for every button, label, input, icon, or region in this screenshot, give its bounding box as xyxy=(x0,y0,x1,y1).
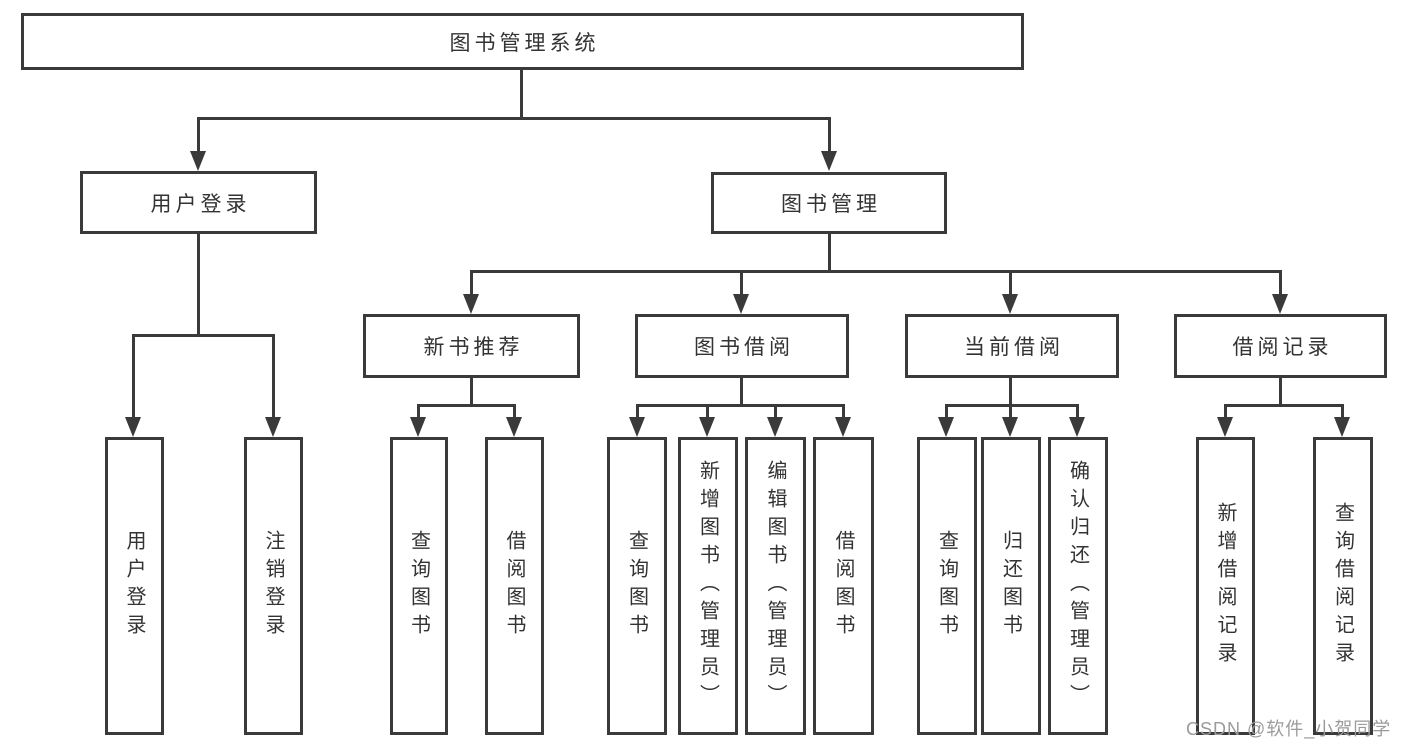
connector-line xyxy=(132,334,135,417)
connector-line xyxy=(1224,404,1344,407)
arrow-down-icon xyxy=(125,417,141,437)
csdn-watermark: CSDN @软件_小贺同学 xyxy=(1186,719,1392,739)
node-new-book-recommend: 新书推荐 xyxy=(363,314,580,378)
connector-line xyxy=(636,404,844,407)
leaf-return-book: 归还图书 xyxy=(981,437,1041,735)
arrow-down-icon xyxy=(506,417,522,437)
connector-line xyxy=(1279,270,1282,294)
node-user-login: 用户登录 xyxy=(80,171,317,234)
arrow-down-icon xyxy=(463,294,479,314)
leaf-query-book-recommend: 查询图书 xyxy=(390,437,448,735)
connector-line xyxy=(636,404,639,417)
connector-line xyxy=(272,334,275,417)
leaf-user-login: 用户登录 xyxy=(105,437,164,735)
leaf-borrow-book-recommend: 借阅图书 xyxy=(485,437,544,735)
node-book-borrow: 图书借阅 xyxy=(635,314,849,378)
connector-line xyxy=(828,234,831,270)
node-book-management: 图书管理 xyxy=(711,172,947,234)
connector-line xyxy=(417,404,420,417)
arrow-down-icon xyxy=(767,417,783,437)
leaf-edit-book-admin: 编辑图书（管理员） xyxy=(745,437,806,735)
arrow-down-icon xyxy=(1002,294,1018,314)
arrow-down-icon xyxy=(190,151,206,171)
arrow-down-icon xyxy=(1069,417,1085,437)
leaf-query-book-borrow: 查询图书 xyxy=(607,437,667,735)
arrow-down-icon xyxy=(1217,417,1233,437)
connector-line xyxy=(828,117,831,153)
leaf-add-book-admin: 新增图书（管理员） xyxy=(678,437,738,735)
leaf-confirm-return-admin: 确认归还（管理员） xyxy=(1048,437,1108,735)
connector-line xyxy=(1279,378,1282,404)
connector-line xyxy=(1009,404,1012,417)
leaf-add-borrow-record: 新增借阅记录 xyxy=(1196,437,1255,735)
connector-line xyxy=(945,404,948,417)
connector-line xyxy=(132,334,275,337)
connector-line xyxy=(470,270,473,294)
arrow-down-icon xyxy=(629,417,645,437)
connector-line xyxy=(774,404,777,417)
connector-line xyxy=(1341,404,1344,417)
arrow-down-icon xyxy=(1334,417,1350,437)
arrow-down-icon xyxy=(410,417,426,437)
arrow-down-icon xyxy=(1002,417,1018,437)
connector-line xyxy=(706,404,709,417)
arrow-down-icon xyxy=(1272,294,1288,314)
connector-line xyxy=(1009,270,1012,294)
arrow-down-icon xyxy=(821,151,837,171)
connector-line xyxy=(197,117,200,153)
connector-line xyxy=(740,378,743,404)
leaf-borrow-book: 借阅图书 xyxy=(813,437,874,735)
connector-line xyxy=(1009,378,1012,404)
arrow-down-icon xyxy=(699,417,715,437)
connector-line xyxy=(740,270,743,294)
connector-line xyxy=(197,117,831,120)
connector-line xyxy=(513,404,516,417)
connector-line xyxy=(197,234,200,334)
connector-line xyxy=(470,270,1282,273)
connector-line xyxy=(520,70,523,120)
node-current-borrow: 当前借阅 xyxy=(905,314,1119,378)
connector-line xyxy=(1076,404,1079,417)
arrow-down-icon xyxy=(835,417,851,437)
connector-line xyxy=(1224,404,1227,417)
arrow-down-icon xyxy=(938,417,954,437)
connector-line xyxy=(470,378,473,404)
arrow-down-icon xyxy=(265,417,281,437)
leaf-query-borrow-record: 查询借阅记录 xyxy=(1313,437,1373,735)
node-root: 图书管理系统 xyxy=(21,13,1024,70)
leaf-query-book-current: 查询图书 xyxy=(917,437,977,735)
leaf-logout: 注销登录 xyxy=(244,437,303,735)
arrow-down-icon xyxy=(733,294,749,314)
node-borrow-records: 借阅记录 xyxy=(1174,314,1387,378)
connector-line xyxy=(417,404,516,407)
connector-line xyxy=(842,404,845,417)
